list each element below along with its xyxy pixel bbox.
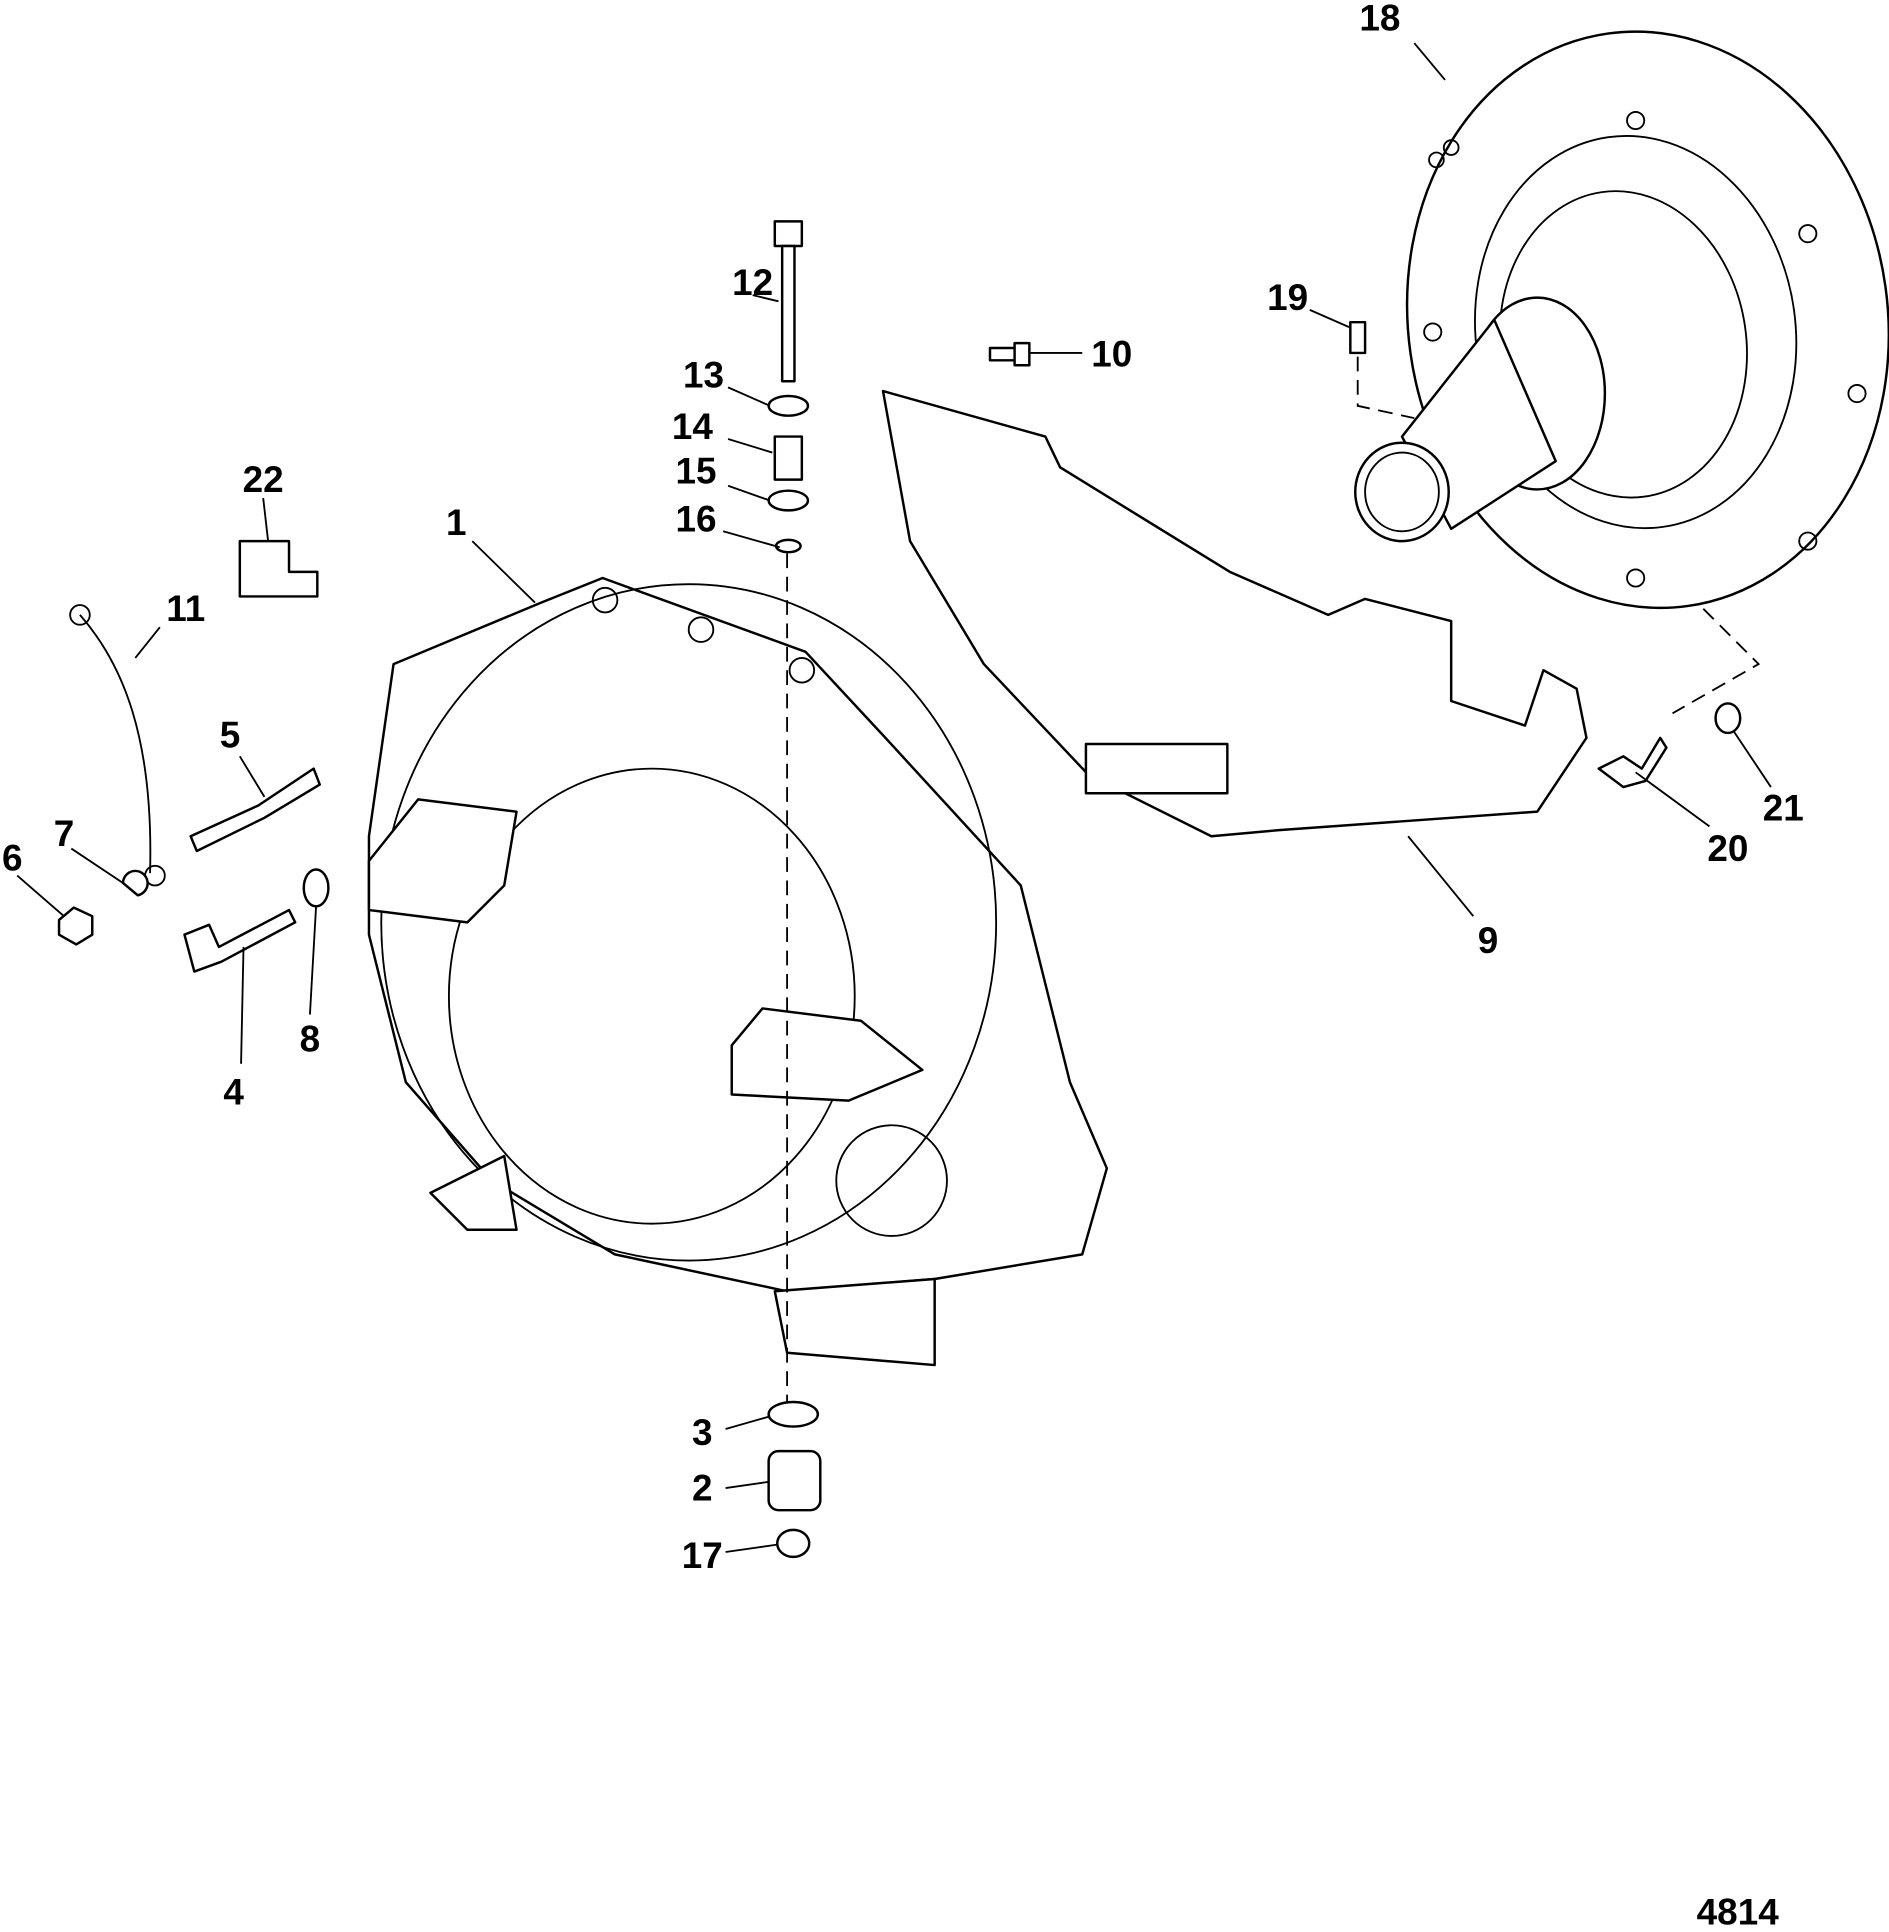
- part-4-bolt: [183, 908, 297, 973]
- callout-5: 5: [220, 715, 241, 756]
- part-10-screw: [988, 341, 1031, 367]
- part-17-nut: [776, 1528, 811, 1559]
- callout-8: 8: [300, 1018, 321, 1059]
- callout-4: 4: [223, 1071, 244, 1112]
- part-11-ground-strap: [79, 614, 152, 874]
- callout-12: 12: [732, 262, 773, 303]
- callout-6: 6: [2, 838, 23, 879]
- callout-17: 17: [682, 1535, 723, 1576]
- part-2-bushing: [767, 1449, 822, 1512]
- callout-10: 10: [1091, 333, 1132, 374]
- callout-7: 7: [54, 813, 75, 854]
- diagram-id: 4814: [1697, 1892, 1780, 1932]
- callout-9: 9: [1478, 920, 1499, 961]
- part-20-bolt: [1597, 736, 1668, 789]
- part-21-washer: [1714, 702, 1742, 735]
- part-6-nut: [57, 906, 94, 946]
- part-9-tab: [1084, 742, 1229, 795]
- part-18-flange-hub: [1354, 30, 1889, 715]
- callout-11: 11: [166, 588, 205, 629]
- callout-3: 3: [692, 1412, 713, 1453]
- callout-19: 19: [1267, 277, 1308, 318]
- callout-2: 2: [692, 1467, 713, 1508]
- part-7-lock-washer: [121, 869, 149, 897]
- callout-20: 20: [1707, 828, 1748, 869]
- part-8-washer: [302, 868, 330, 908]
- callout-16: 16: [676, 498, 717, 539]
- callout-18: 18: [1359, 0, 1400, 39]
- part-14-spacer: [773, 435, 804, 481]
- part-19-grease-fitting: [1349, 320, 1415, 420]
- part-5-stud: [189, 767, 321, 853]
- part-1-flywheel-housing: [367, 553, 1109, 1402]
- callout-13: 13: [683, 354, 724, 395]
- leader-lines: [16, 42, 1772, 1553]
- callout-1: 1: [446, 502, 467, 543]
- part-15-washer: [767, 489, 810, 512]
- callout-22: 22: [243, 459, 284, 500]
- part-22-clamp: [238, 539, 319, 598]
- part-3-washer: [767, 1400, 820, 1428]
- part-13-washer: [767, 394, 810, 417]
- callout-15: 15: [676, 450, 717, 491]
- callout-14: 14: [672, 406, 714, 447]
- part-16-retainer: [774, 538, 802, 554]
- part-12-bolt: [773, 220, 804, 383]
- callout-21: 21: [1763, 787, 1804, 828]
